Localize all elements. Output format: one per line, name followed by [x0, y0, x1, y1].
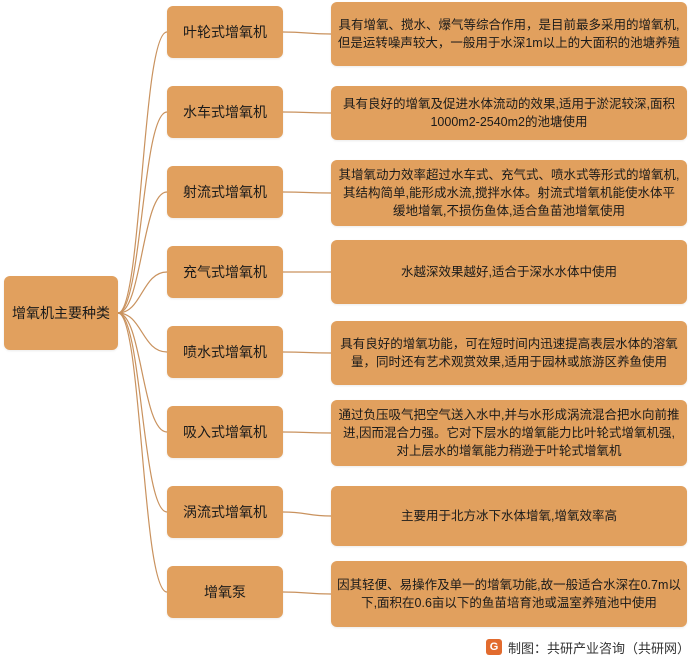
description-box-2: 具有良好的增氧及促进水体流动的效果,适用于淤泥较深,面积1000m2-2540m… [331, 86, 687, 140]
root-label: 增氧机主要种类 [12, 305, 110, 321]
description-connector [282, 111, 332, 114]
category-label: 涡流式增氧机 [183, 504, 267, 520]
root-connector [117, 31, 168, 314]
description-connector [282, 591, 332, 595]
root-connector [117, 312, 168, 353]
category-label: 射流式增氧机 [183, 184, 267, 200]
description-text: 因其轻便、易操作及单一的增氧功能,故一般适合水深在0.7m以下,面积在0.6亩以… [337, 578, 681, 610]
description-box-6: 通过负压吸气把空气送入水中,并与水形成涡流混合把水向前推进,因而混合力强。它对下… [331, 400, 687, 466]
category-node-7: 涡流式增氧机 [167, 486, 283, 538]
description-text: 具有良好的增氧功能，可在短时间内迅速提高表层水体的溶氧量，同时还有艺术观赏效果,… [340, 337, 678, 369]
credit-text: 制图：共研产业咨询（共研网） [507, 640, 690, 656]
root-connector [117, 312, 168, 513]
description-box-7: 主要用于北方冰下水体增氧,增氧效率高 [331, 486, 687, 546]
category-node-4: 充气式增氧机 [167, 246, 283, 298]
brand-logo-icon: G [485, 639, 502, 655]
description-box-3: 其增氧动力效率超过水车式、充气式、喷水式等形式的增氧机,其结构简单,能形成水流,… [331, 160, 687, 226]
description-text: 通过负压吸气把空气送入水中,并与水形成涡流混合把水向前推进,因而混合力强。它对下… [338, 408, 680, 458]
category-node-8: 增氧泵 [167, 566, 283, 618]
category-node-3: 射流式增氧机 [167, 166, 283, 218]
category-node-6: 吸入式增氧机 [167, 406, 283, 458]
root-connector [117, 271, 168, 314]
description-connector [282, 31, 332, 35]
category-label: 吸入式增氧机 [183, 424, 267, 440]
description-text: 水越深效果越好,适合于深水水体中使用 [401, 265, 617, 279]
root-connector [117, 111, 168, 314]
description-text: 主要用于北方冰下水体增氧,增氧效率高 [401, 509, 617, 523]
category-label: 喷水式增氧机 [183, 344, 267, 360]
description-connector [282, 431, 332, 434]
description-box-5: 具有良好的增氧功能，可在短时间内迅速提高表层水体的溶氧量，同时还有艺术观赏效果,… [331, 321, 687, 385]
category-node-2: 水车式增氧机 [167, 86, 283, 138]
description-connector [282, 351, 332, 354]
category-label: 叶轮式增氧机 [183, 24, 267, 40]
category-label: 充气式增氧机 [183, 264, 267, 280]
description-text: 具有增氧、搅水、爆气等综合作用，是目前最多采用的增氧机,但是运转噪声较大，一般用… [337, 18, 681, 50]
description-box-4: 水越深效果越好,适合于深水水体中使用 [331, 240, 687, 304]
description-box-8: 因其轻便、易操作及单一的增氧功能,故一般适合水深在0.7m以下,面积在0.6亩以… [331, 561, 687, 627]
description-connector [282, 511, 332, 517]
root-node: 增氧机主要种类 [4, 276, 118, 350]
root-connector [117, 312, 168, 433]
description-box-1: 具有增氧、搅水、爆气等综合作用，是目前最多采用的增氧机,但是运转噪声较大，一般用… [331, 2, 687, 66]
description-text: 其增氧动力效率超过水车式、充气式、喷水式等形式的增氧机,其结构简单,能形成水流,… [338, 168, 680, 218]
category-label: 水车式增氧机 [183, 104, 267, 120]
category-node-5: 喷水式增氧机 [167, 326, 283, 378]
description-connector [282, 191, 332, 194]
root-connector [117, 191, 168, 314]
category-node-1: 叶轮式增氧机 [167, 6, 283, 58]
source-credit: G 制图：共研产业咨询（共研网） [485, 636, 690, 658]
description-text: 具有良好的增氧及促进水体流动的效果,适用于淤泥较深,面积1000m2-2540m… [343, 97, 675, 129]
category-label: 增氧泵 [204, 584, 246, 600]
root-connector [117, 312, 168, 593]
